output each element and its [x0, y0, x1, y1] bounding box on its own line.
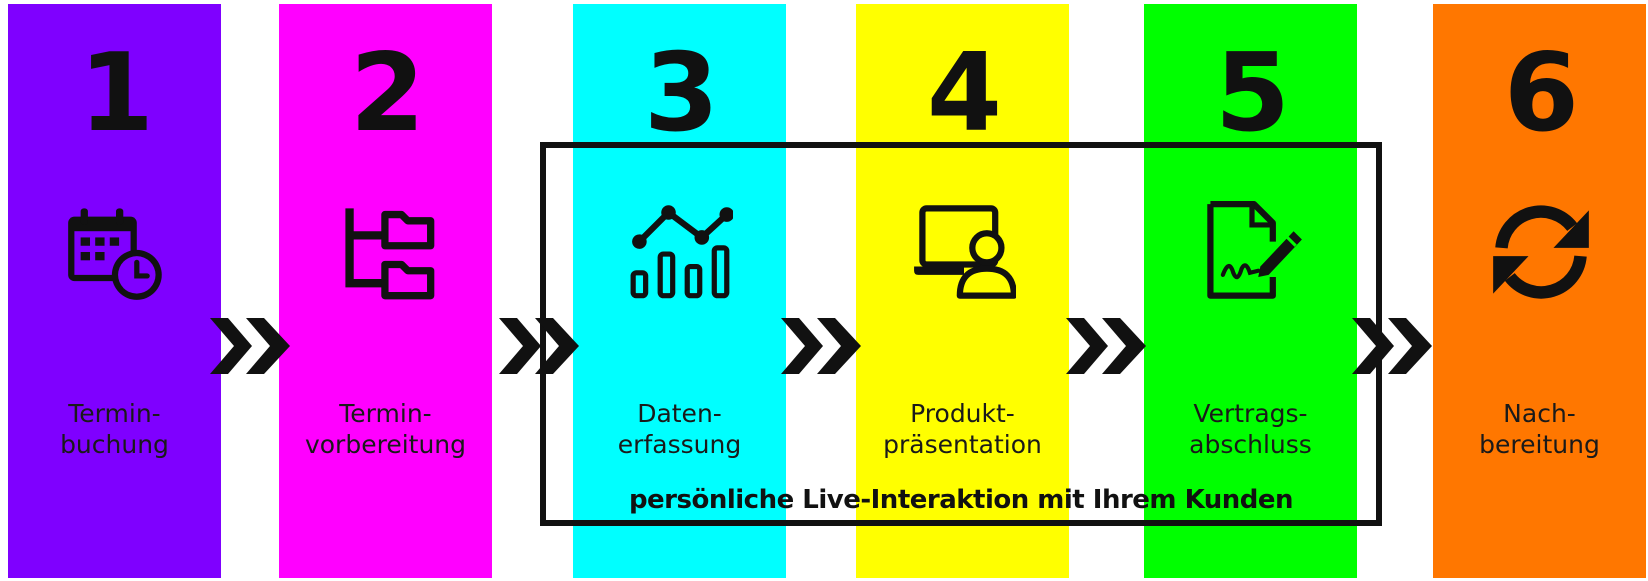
live-interaction-frame: [540, 142, 1382, 526]
step-label-line2: präsentation: [883, 430, 1042, 459]
step-label-line1: Vertrags-: [1193, 399, 1308, 428]
step-column-5: 5 Vertrags- abschluss: [1144, 4, 1357, 578]
step-label: Nach- bereitung: [1433, 398, 1646, 460]
step-label: Termin- buchung: [8, 398, 221, 460]
signed-document-icon: [1200, 200, 1304, 304]
laptop-presenter-icon: [912, 200, 1016, 304]
frame-caption: persönliche Live-Interaktion mit Ihrem K…: [628, 485, 1294, 515]
step-number: 6: [1503, 31, 1579, 156]
chevron-double-right-icon: [497, 316, 581, 376]
step-column-3: 3 Daten- erfassung: [573, 4, 786, 578]
step-number: 5: [1214, 31, 1290, 156]
step-number: 3: [643, 31, 719, 156]
step-column-2: 2 Termin- vorbereitung: [279, 4, 492, 578]
analytics-chart-icon: [629, 200, 733, 304]
step-label: Vertrags- abschluss: [1144, 398, 1357, 460]
step-column-1: 1 Termin- buchung: [8, 4, 221, 578]
step-number: 1: [78, 31, 154, 156]
step-label-line1: Produkt-: [910, 399, 1015, 428]
step-label-line2: bereitung: [1479, 430, 1600, 459]
step-label-line2: vorbereitung: [304, 430, 467, 459]
chevron-double-right-icon: [208, 316, 292, 376]
chevron-double-right-icon: [1350, 316, 1434, 376]
step-number: 4: [926, 31, 1002, 156]
step-column-6: 6 Nach- bereitung: [1433, 4, 1646, 578]
calendar-clock-icon: [64, 200, 168, 304]
step-label: Daten- erfassung: [573, 398, 786, 460]
refresh-cycle-icon: [1489, 200, 1593, 304]
step-label-line1: Nach-: [1503, 399, 1576, 428]
step-column-4: 4 Produkt- präsentation: [856, 4, 1069, 578]
chevron-double-right-icon: [1064, 316, 1148, 376]
step-label-line2: erfassung: [617, 430, 742, 459]
step-label-line2: buchung: [60, 430, 169, 459]
step-label-line1: Daten-: [637, 399, 722, 428]
chevron-double-right-icon: [779, 316, 863, 376]
folder-tree-icon: [335, 200, 439, 304]
step-label: Produkt- präsentation: [856, 398, 1069, 460]
step-label-line1: Termin-: [68, 399, 161, 428]
step-label-line1: Termin-: [339, 399, 432, 428]
step-label: Termin- vorbereitung: [279, 398, 492, 460]
step-number: 2: [349, 31, 425, 156]
step-label-line2: abschluss: [1189, 430, 1312, 459]
